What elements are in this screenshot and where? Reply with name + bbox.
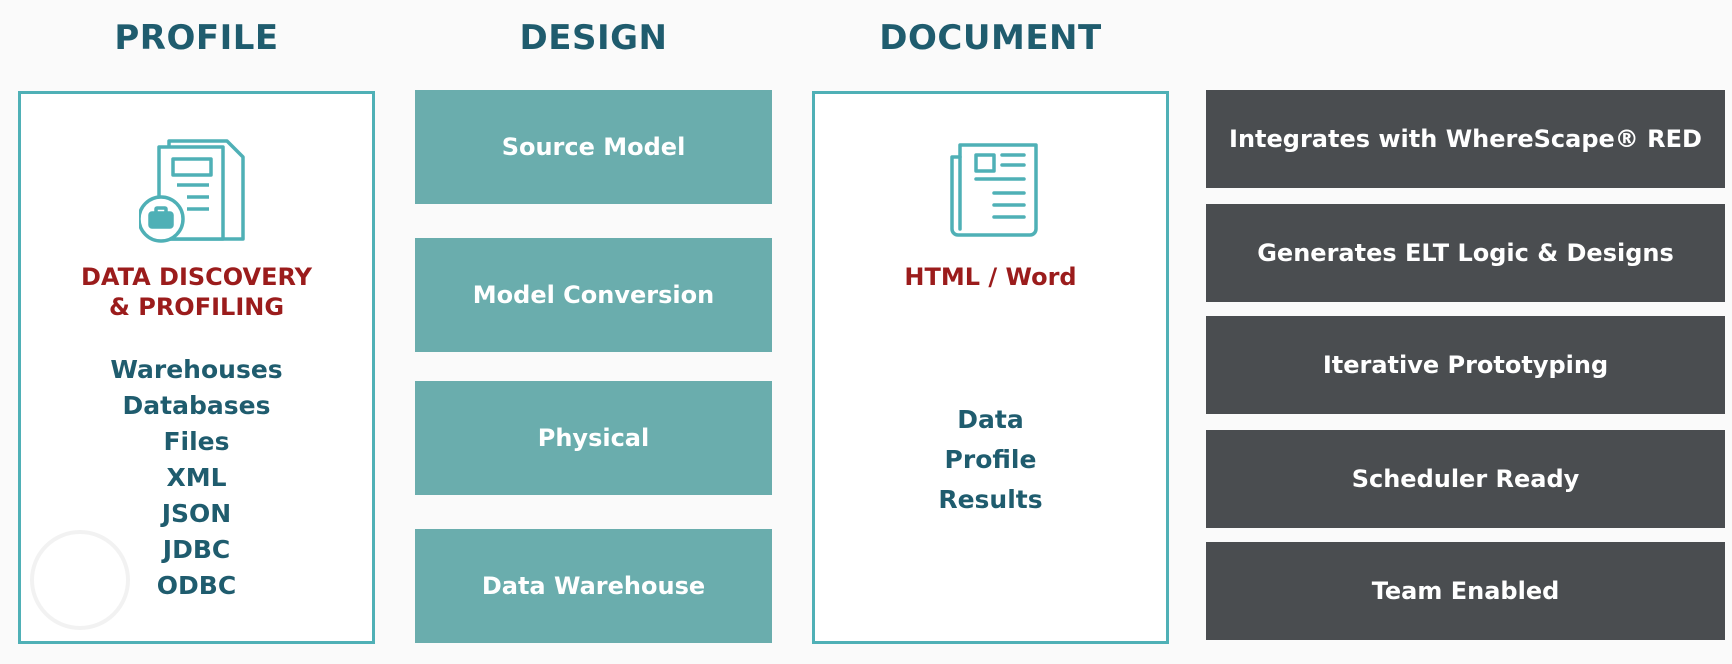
design-step-source-model: Source Model	[415, 90, 772, 204]
profile-subtitle: DATA DISCOVERY & PROFILING	[21, 262, 372, 322]
list-item: JDBC	[162, 535, 231, 564]
document-subtitle: HTML / Word	[904, 263, 1077, 291]
list-item: XML	[166, 463, 227, 492]
list-item: Files	[163, 427, 230, 456]
profile-title: PROFILE	[114, 18, 279, 58]
list-item: JSON	[161, 499, 232, 528]
list-item: Results	[938, 485, 1043, 514]
newspaper-icon	[950, 143, 1038, 237]
watermark-logo	[30, 530, 130, 630]
feature-elt-logic: Generates ELT Logic & Designs	[1206, 204, 1725, 302]
list-item: Databases	[122, 391, 271, 420]
feature-scheduler-ready: Scheduler Ready	[1206, 430, 1725, 528]
design-step-physical: Physical	[415, 381, 772, 495]
feature-iterative-prototyping: Iterative Prototyping	[1206, 316, 1725, 414]
document-title: DOCUMENT	[879, 18, 1102, 58]
document-folder-briefcase-icon	[139, 139, 245, 243]
feature-team-enabled: Team Enabled	[1206, 542, 1725, 640]
list-item: Warehouses	[110, 355, 283, 384]
list-item: Data	[957, 405, 1024, 434]
feature-wherescape-integration: Integrates with WhereScape® RED	[1206, 90, 1725, 188]
document-output-list: Data Profile Results	[815, 400, 1166, 520]
list-item: ODBC	[156, 571, 237, 600]
profile-subtitle-line1: DATA DISCOVERY	[80, 263, 313, 291]
design-title: DESIGN	[519, 18, 668, 58]
profile-subtitle-line2: & PROFILING	[108, 293, 285, 321]
list-item: Profile	[944, 445, 1037, 474]
profile-source-list: Warehouses Databases Files XML JSON JDBC…	[21, 352, 372, 604]
document-panel: HTML / Word Data Profile Results	[812, 91, 1169, 644]
design-step-data-warehouse: Data Warehouse	[415, 529, 772, 643]
design-step-model-conversion: Model Conversion	[415, 238, 772, 352]
